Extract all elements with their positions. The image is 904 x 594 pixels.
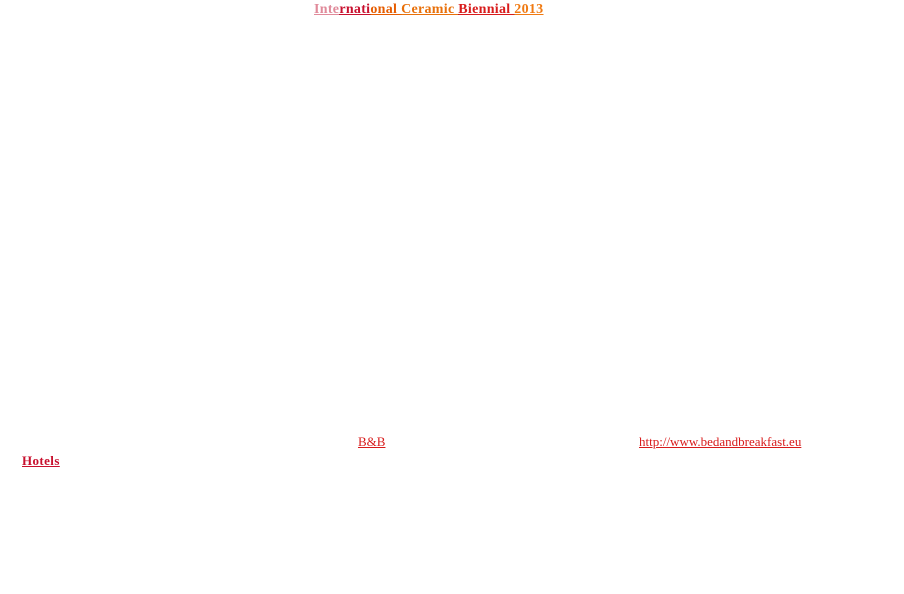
title-part-4: Ceramic (401, 2, 459, 17)
hotels-link[interactable]: Hotels (22, 453, 60, 468)
biennial-title-link[interactable]: International Ceramic Biennial 2013 (314, 2, 543, 18)
bedandbreakfast-url-link[interactable]: http://www.bedandbreakfast.eu (639, 434, 802, 449)
title-part-2: rnati (339, 2, 371, 17)
title-part-6: 2013 (514, 2, 544, 17)
title-part-3: onal (370, 2, 402, 17)
title-part-5: Biennial (458, 2, 515, 17)
title-part-1: Inte (314, 2, 340, 17)
bed-and-breakfast-link[interactable]: B&B (358, 434, 386, 449)
